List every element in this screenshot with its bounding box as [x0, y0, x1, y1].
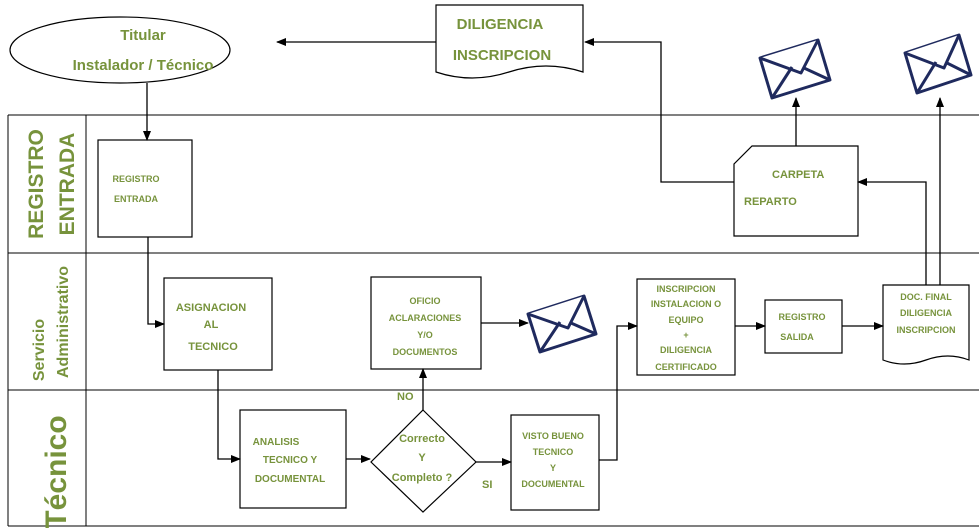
lane-label-servicio-line2: Administrativo — [55, 266, 72, 378]
inscripcion-line5: DILIGENCIA — [660, 345, 713, 355]
decision-line2: Y — [418, 452, 426, 464]
asignacion-line1: ASIGNACION — [176, 302, 246, 314]
envelope-icon — [526, 294, 598, 354]
registro-entrada-line2: ENTRADA — [114, 194, 158, 204]
diligencia-top-line1: DILIGENCIA — [457, 16, 544, 33]
analisis-node: ANALISIS TECNICO Y DOCUMENTAL — [239, 409, 347, 509]
visto-line3: Y — [550, 463, 556, 473]
doc-final-line1: DOC. FINAL — [900, 292, 952, 302]
oficio-line1: OFICIO — [410, 296, 441, 306]
registro-salida-line1: REGISTRO — [778, 312, 825, 322]
lane-label-servicio-line1: Servicio — [31, 319, 48, 381]
lane-label-tecnico: Técnico — [40, 415, 73, 528]
no-label: NO — [397, 391, 414, 403]
titular-node: Titular Instalador / Técnico — [9, 16, 231, 84]
inscripcion-line4: + — [683, 330, 688, 340]
decision-line1: Correcto — [399, 433, 445, 445]
si-label: SI — [482, 479, 492, 491]
asignacion-line3: TECNICO — [188, 341, 238, 353]
registro-entrada-line1: REGISTRO — [112, 174, 159, 184]
inscripcion-instalacion-node: INSCRIPCION INSTALACION O EQUIPO + DILIG… — [636, 278, 736, 376]
inscripcion-line1: INSCRIPCION — [656, 284, 715, 294]
carpeta-line2: REPARTO — [744, 196, 797, 208]
analisis-line3: DOCUMENTAL — [255, 474, 325, 485]
carpeta-line1: CARPETA — [772, 169, 824, 181]
decision-line3: Completo ? — [392, 472, 453, 484]
decision-node: Correcto Y Completo ? — [370, 409, 477, 513]
carpeta-reparto-node: CARPETA REPARTO — [733, 145, 859, 237]
doc-final-line3: INSCRIPCION — [896, 325, 955, 335]
inscripcion-line3: EQUIPO — [668, 315, 703, 325]
analisis-line1: ANALISIS — [253, 437, 300, 448]
visto-line4: DOCUMENTAL — [521, 479, 585, 489]
asignacion-line2: AL — [204, 319, 219, 331]
doc-final-line2: DILIGENCIA — [900, 308, 953, 318]
oficio-line3: Y/O — [417, 330, 433, 340]
lane-label-registro-line2: ENTRADA — [56, 133, 79, 236]
lane-label-registro-line1: REGISTRO — [25, 129, 48, 239]
titular-line1: Titular — [120, 27, 166, 44]
connectors — [143, 38, 944, 466]
inscripcion-line6: CERTIFICADO — [655, 362, 717, 372]
visto-bueno-node: VISTO BUENO TECNICO Y DOCUMENTAL — [510, 414, 600, 511]
visto-line2: TECNICO — [533, 447, 574, 457]
oficio-line2: ACLARACIONES — [389, 313, 462, 323]
asignacion-node: ASIGNACION AL TECNICO — [163, 277, 273, 371]
diligencia-inscripcion-doc: DILIGENCIA INSCRIPCION — [435, 4, 584, 79]
oficio-node: OFICIO ACLARACIONES Y/O DOCUMENTOS — [370, 276, 482, 370]
swimlane-grid — [7, 114, 979, 527]
oficio-line4: DOCUMENTOS — [393, 347, 458, 357]
envelope-icon — [758, 38, 832, 100]
envelope-icon — [903, 33, 973, 95]
analisis-line2: TECNICO Y — [263, 455, 318, 466]
registro-salida-node: REGISTRO SALIDA — [764, 299, 843, 354]
titular-line2: Instalador / Técnico — [73, 57, 214, 74]
registro-salida-line2: SALIDA — [780, 332, 814, 342]
inscripcion-line2: INSTALACION O — [651, 299, 721, 309]
diligencia-top-line2: INSCRIPCION — [453, 47, 551, 64]
visto-line1: VISTO BUENO — [522, 431, 584, 441]
doc-final-node: DOC. FINAL DILIGENCIA INSCRIPCION — [882, 284, 970, 365]
registro-entrada-node: REGISTRO ENTRADA — [97, 139, 193, 238]
